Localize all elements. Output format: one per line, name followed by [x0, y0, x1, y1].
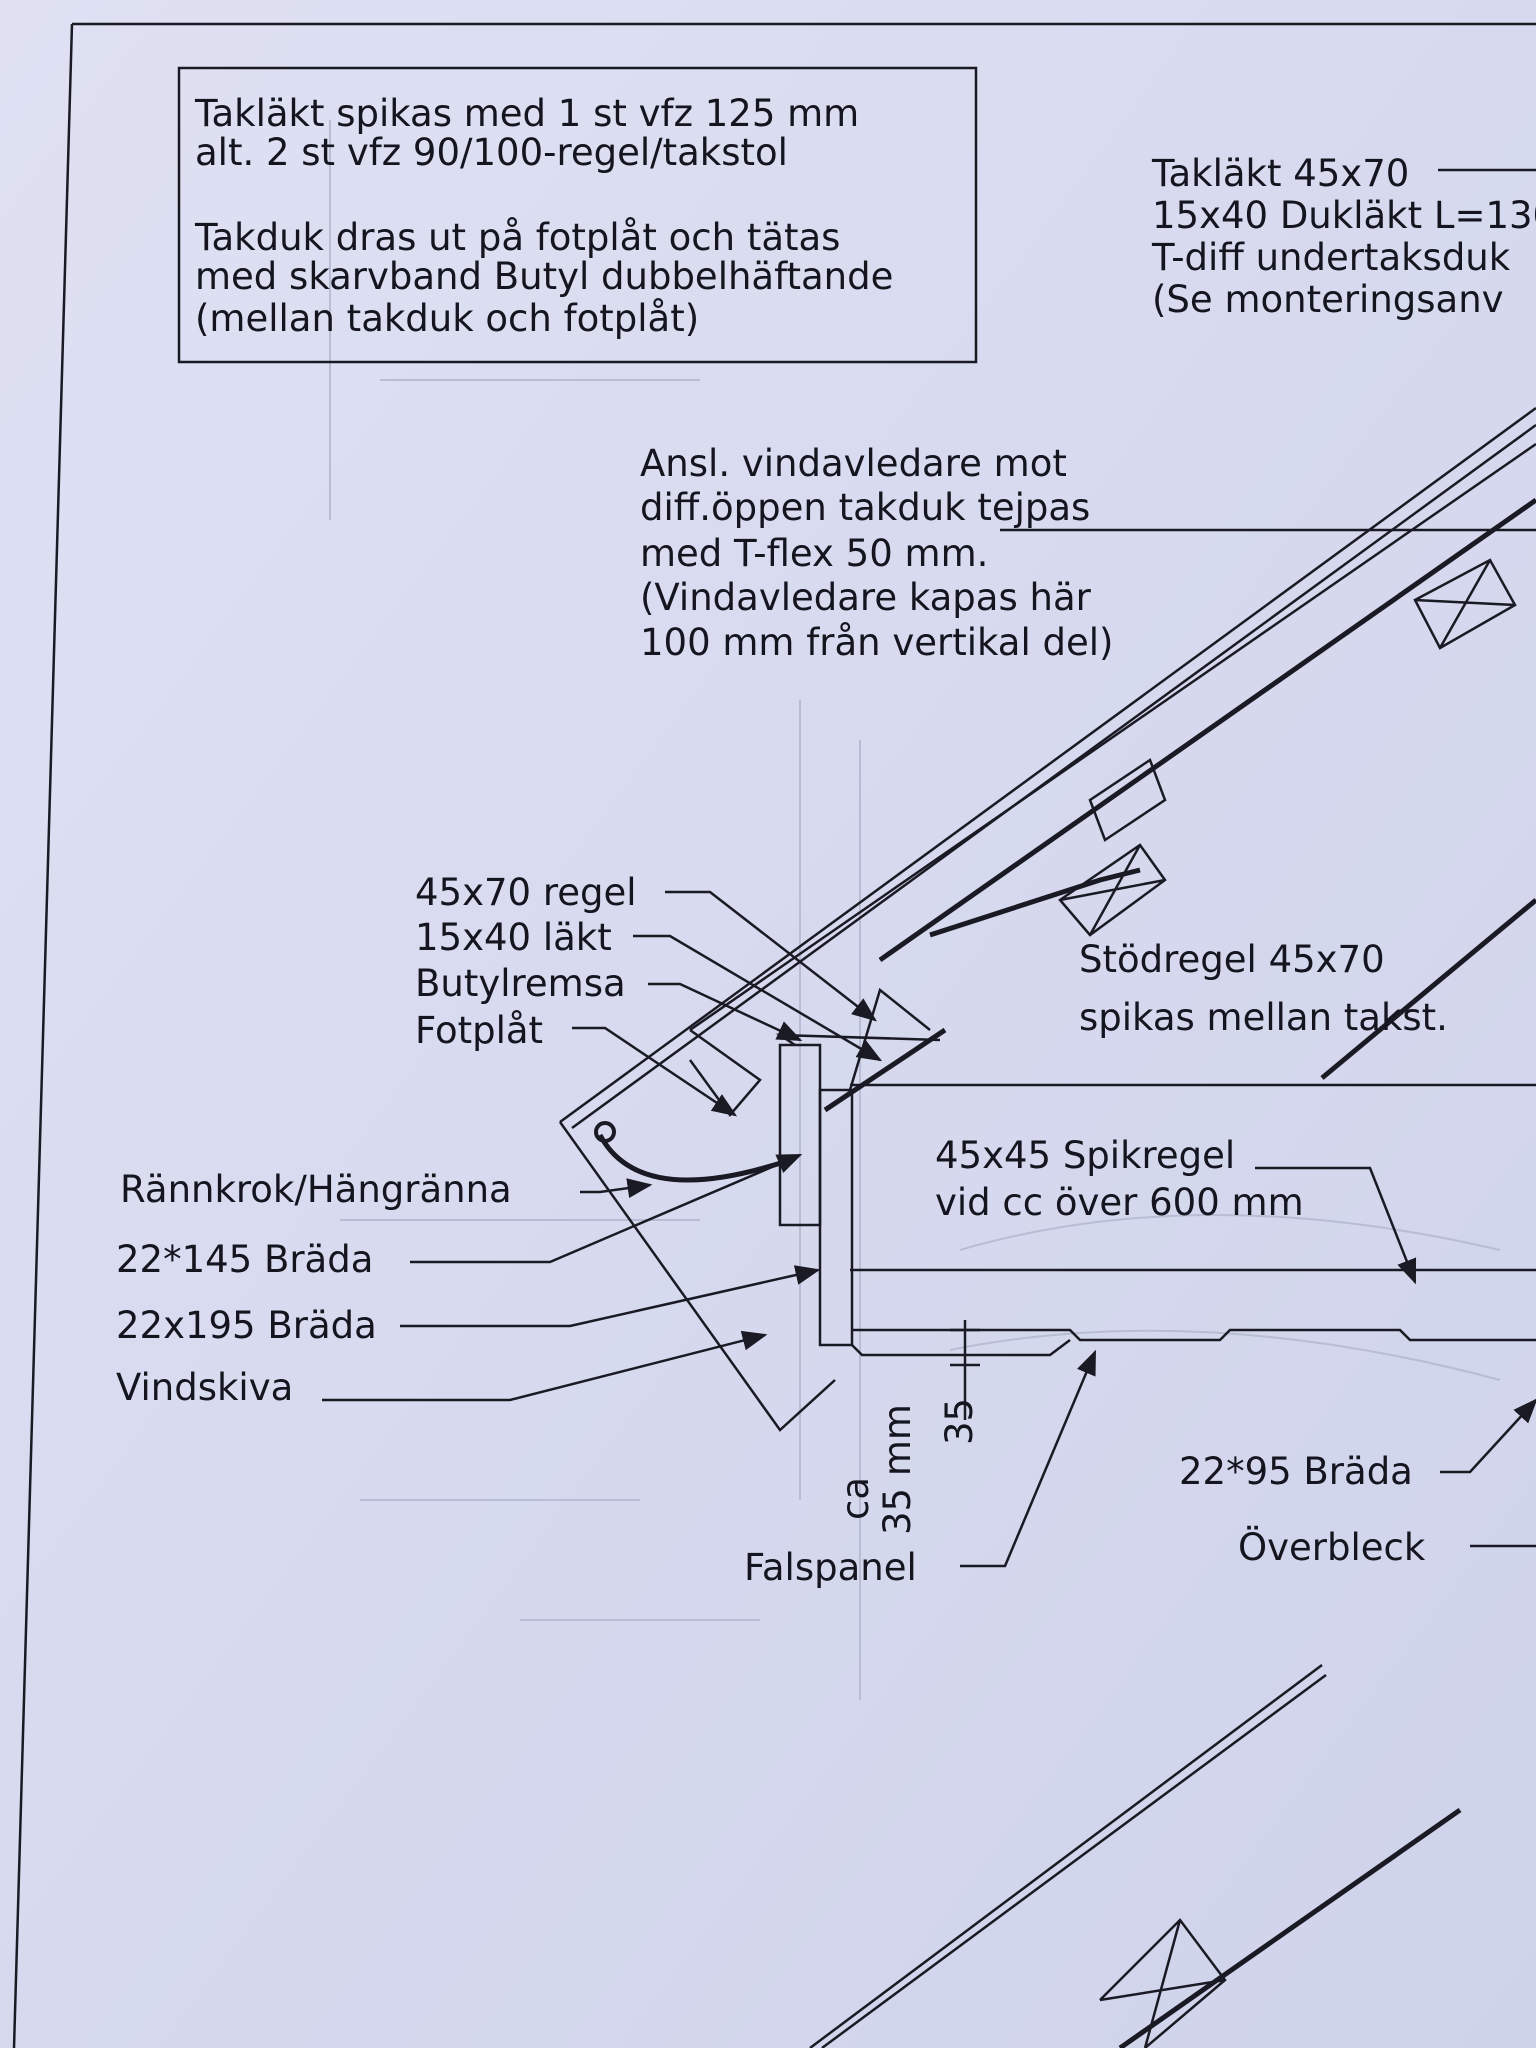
label-overbleck: Överbleck [1238, 1526, 1426, 1569]
top-right-note: Takläkt 45x70 15x40 Dukläkt L=130 T-diff… [1151, 152, 1536, 321]
dimension-35-mm: 35 mm [876, 1404, 919, 1535]
label-spikregel-cc: vid cc över 600 mm [935, 1181, 1304, 1224]
label-22x195-brada: 22x195 Bräda [116, 1304, 377, 1347]
note-box [177, 66, 978, 364]
note-line: T-diff undertaksduk [1151, 236, 1511, 279]
label-22x145-brada: 22*145 Bräda [116, 1238, 373, 1281]
note-line: med skarvband Butyl dubbelhäftande [195, 255, 893, 298]
label-22x95-brada: 22*95 Bräda [1179, 1450, 1413, 1493]
label-stodregel: Stödregel 45x70 [1079, 938, 1385, 981]
note-line: (mellan takduk och fotplåt) [195, 297, 699, 340]
note-line: 100 mm från vertikal del) [640, 621, 1113, 664]
label-stodregel-spikas: spikas mellan takst. [1079, 996, 1448, 1039]
note-line: Ansl. vindavledare mot [640, 442, 1067, 485]
component-labels: 45x70 regel 15x40 läkt Butylremsa Fotplå… [116, 871, 1536, 1589]
vindavledare-note: Ansl. vindavledare mot diff.öppen takduk… [640, 442, 1536, 664]
label-rannkrok: Rännkrok/Hängränna [120, 1168, 512, 1211]
note-line: med T-flex 50 mm. [640, 532, 988, 575]
note-line: diff.öppen takduk tejpas [640, 486, 1090, 529]
show-through-ghost-lines [329, 120, 1501, 1700]
note-line: 15x40 Dukläkt L=130 [1152, 194, 1536, 237]
drawing-frame [12, 22, 1536, 2048]
label-falspanel: Falspanel [744, 1546, 917, 1589]
label-45x70-regel: 45x70 regel [415, 871, 637, 914]
dimension-ca: ca [834, 1477, 877, 1520]
dimension-35: 35 [938, 1398, 981, 1445]
note-line: (Vindavledare kapas här [640, 576, 1092, 619]
note-line: alt. 2 st vfz 90/100-regel/takstol [195, 131, 788, 174]
label-vindskiva: Vindskiva [116, 1366, 293, 1409]
note-box-text: Takläkt spikas med 1 st vfz 125 mm alt. … [194, 92, 893, 340]
label-fotplat: Fotplåt [415, 1009, 543, 1052]
label-butylremsa: Butylremsa [415, 962, 626, 1005]
label-spikregel: 45x45 Spikregel [935, 1134, 1235, 1177]
note-line: Takduk dras ut på fotplåt och tätas [194, 216, 840, 259]
note-line: Takläkt 45x70 [1151, 152, 1409, 195]
note-line: Takläkt spikas med 1 st vfz 125 mm [194, 92, 859, 135]
label-15x40-lakt: 15x40 läkt [415, 916, 612, 959]
note-line: (Se monteringsanv [1152, 278, 1504, 321]
